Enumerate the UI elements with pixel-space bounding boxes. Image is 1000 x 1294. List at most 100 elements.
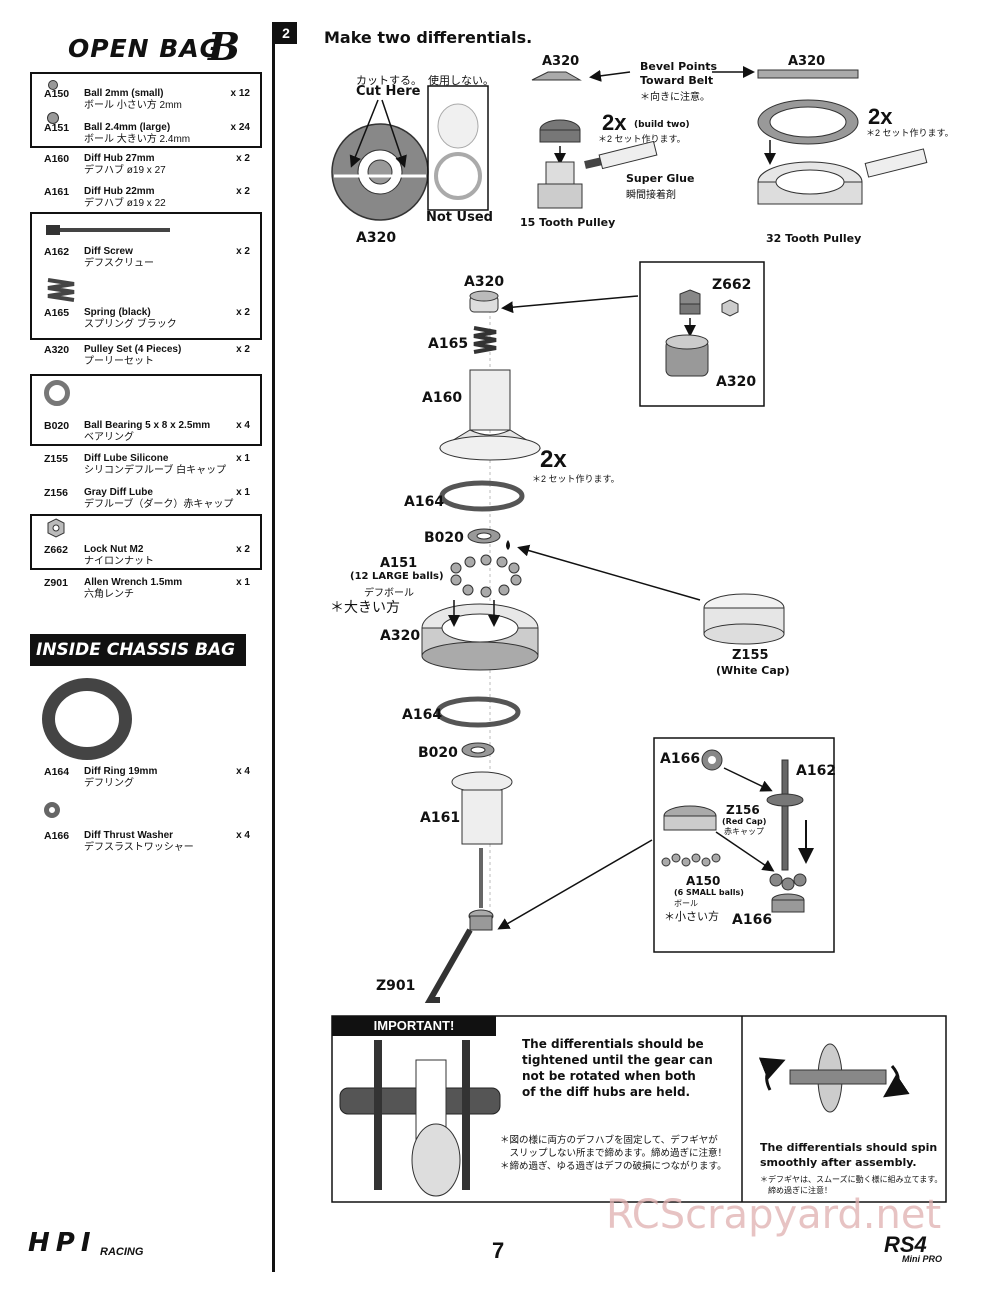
spin-ja-line: 締め過ぎに注意！ xyxy=(760,1186,832,1195)
part-name: Ball 2mm (small) xyxy=(84,88,164,99)
part-name-ja: スプリング ブラック xyxy=(84,319,177,330)
super-glue-label: Super Glue xyxy=(626,172,695,185)
part-name: Spring (black) xyxy=(84,307,151,318)
a320-left-label: A320 xyxy=(356,230,397,246)
important-ja-text: ＊図の様に両方のデフハブを固定して、デフギヤが スリップしない所まで締めます。締… xyxy=(500,1134,727,1173)
label-z155: Z155 xyxy=(732,648,769,663)
important-line: of the diff hubs are held. xyxy=(522,1085,691,1099)
important-ja-line: ＊締め過ぎ、ゆる過ぎはデフの破損につながります。 xyxy=(500,1161,727,1172)
part-qty: x 1 xyxy=(236,577,250,588)
spring-icon xyxy=(47,278,75,302)
important-line: The differentials should be xyxy=(522,1037,704,1051)
diff-held-illustration xyxy=(339,1040,501,1197)
inset-label-a162: A162 xyxy=(796,763,837,779)
part-qty: x 4 xyxy=(236,420,250,431)
label-z901: Z901 xyxy=(376,978,416,994)
label-a151-ja2: ＊大きい方 xyxy=(330,599,400,615)
label-twox: 2x xyxy=(540,446,567,473)
part-name: Diff Ring 19mm xyxy=(84,766,158,777)
inset-screw-box xyxy=(653,737,835,953)
part-name: Diff Hub 22mm xyxy=(84,186,155,197)
rs4-logo-sub: Mini PRO xyxy=(902,1254,942,1264)
part-code: Z155 xyxy=(44,453,68,465)
a162-screw-main xyxy=(468,848,494,931)
part-code: A164 xyxy=(44,766,70,778)
a320-bevel-large xyxy=(757,69,859,79)
inset-label-a166-bottom: A166 xyxy=(732,912,773,928)
thirtytwo-tooth-pulley xyxy=(757,99,928,205)
part-qty: x 12 xyxy=(230,88,250,99)
part-code: Z901 xyxy=(44,577,68,589)
a160-diff-hub xyxy=(438,369,542,461)
part-name-ja: 六角レンチ xyxy=(84,589,134,600)
pulley-set-cut-illustration xyxy=(331,99,429,221)
a320-small-label: A320 xyxy=(542,54,580,69)
spin-ja-line: ＊デフギヤは、スムーズに動く様に組み立てます。 xyxy=(760,1175,943,1184)
important-ja-line: ＊図の様に両方のデフハブを固定して、デフギヤが xyxy=(500,1135,718,1146)
a164-ring-top xyxy=(439,480,525,512)
open-bag-label: OPEN BAG xyxy=(68,34,222,63)
inside-chassis-title: INSIDE CHASSIS BAG xyxy=(30,634,246,666)
a151-balls-ring xyxy=(450,554,522,598)
part-name-ja: デフルーブ（ダーク）赤キャップ xyxy=(84,499,234,510)
inset-label-a150-ja: ボール xyxy=(674,899,698,908)
inset-screw-parts xyxy=(661,749,814,913)
a165-spring xyxy=(473,326,497,354)
part-name: Diff Thrust Washer xyxy=(84,830,174,841)
step-title: Make two differentials. xyxy=(324,28,533,47)
open-bag-title: OPEN BAG B xyxy=(68,24,268,69)
important-line: not be rotated when both xyxy=(522,1069,696,1083)
a161-diff-hub xyxy=(451,771,513,845)
part-code: A162 xyxy=(44,246,70,258)
part-name-ja: デフハブ ø19 x 27 xyxy=(84,165,166,176)
part-name-ja: デフリング xyxy=(84,778,134,789)
part-code: A161 xyxy=(44,186,70,198)
part-name: Ball Bearing 5 x 8 x 2.5mm xyxy=(84,420,211,431)
parts-box-bearing xyxy=(30,374,262,446)
ball-large-icon xyxy=(47,112,59,124)
inset-label-a150-ja2: ＊小さい方 xyxy=(664,911,719,923)
part-code: A160 xyxy=(44,153,70,165)
a320-bevel-small xyxy=(531,71,582,81)
parts-box-balls xyxy=(30,72,262,148)
not-used-ja: 使用しない。 xyxy=(428,75,494,87)
part-qty: x 1 xyxy=(236,487,250,498)
important-text: The differentials should be tightened un… xyxy=(522,1036,713,1100)
part-qty: x 2 xyxy=(236,544,250,555)
part-name-ja: シリコンデフルーブ 白キャップ xyxy=(84,465,227,476)
important-ja-line: スリップしない所まで締めます。締め過ぎに注意！ xyxy=(500,1148,728,1159)
diff-screw-icon xyxy=(46,225,170,235)
oil-drop-icon xyxy=(506,540,510,550)
part-code: A166 xyxy=(44,830,70,842)
label-a151: A151 xyxy=(380,556,418,571)
part-code: A151 xyxy=(44,122,70,134)
label-b020-bottom: B020 xyxy=(418,745,458,761)
build-two-label: (build two) xyxy=(634,120,690,130)
hpi-logo: HPI RACING xyxy=(28,1228,178,1264)
part-name: Lock Nut M2 xyxy=(84,544,144,555)
part-name: Diff Hub 27mm xyxy=(84,153,155,164)
a320-top-cap xyxy=(469,290,499,313)
pulley32-label: 32 Tooth Pulley xyxy=(766,232,862,245)
part-qty: x 2 xyxy=(236,344,250,355)
label-a151-sub: (12 LARGE balls) xyxy=(350,571,444,582)
inset-label-a150-sub: (6 SMALL balls) xyxy=(674,888,744,897)
spin-ja-text: ＊デフギヤは、スムーズに動く様に組み立てます。 締め過ぎに注意！ xyxy=(760,1174,942,1196)
label-twox-ja: ＊2 セット作ります。 xyxy=(532,474,620,484)
page-divider xyxy=(272,22,275,1272)
inset-label-a150: A150 xyxy=(686,874,721,888)
parts-box-screw-spring xyxy=(30,212,262,340)
hpi-logo-text: HPI xyxy=(28,1228,97,1258)
build-two-ja: ＊2 セット作ります。 xyxy=(598,134,686,144)
ball-bearing-icon xyxy=(44,380,70,406)
z155-white-cap xyxy=(703,593,785,645)
rs4-logo-text: RS4 xyxy=(884,1232,927,1257)
rs4-logo: RS4 Mini PRO xyxy=(884,1232,974,1272)
part-code: A165 xyxy=(44,307,70,319)
unused-parts-box xyxy=(427,85,489,211)
label-b020-top: B020 xyxy=(424,530,464,546)
page-number: 7 xyxy=(492,1238,505,1263)
label-a320-top: A320 xyxy=(464,274,505,290)
inset-locknut-box xyxy=(639,261,765,407)
